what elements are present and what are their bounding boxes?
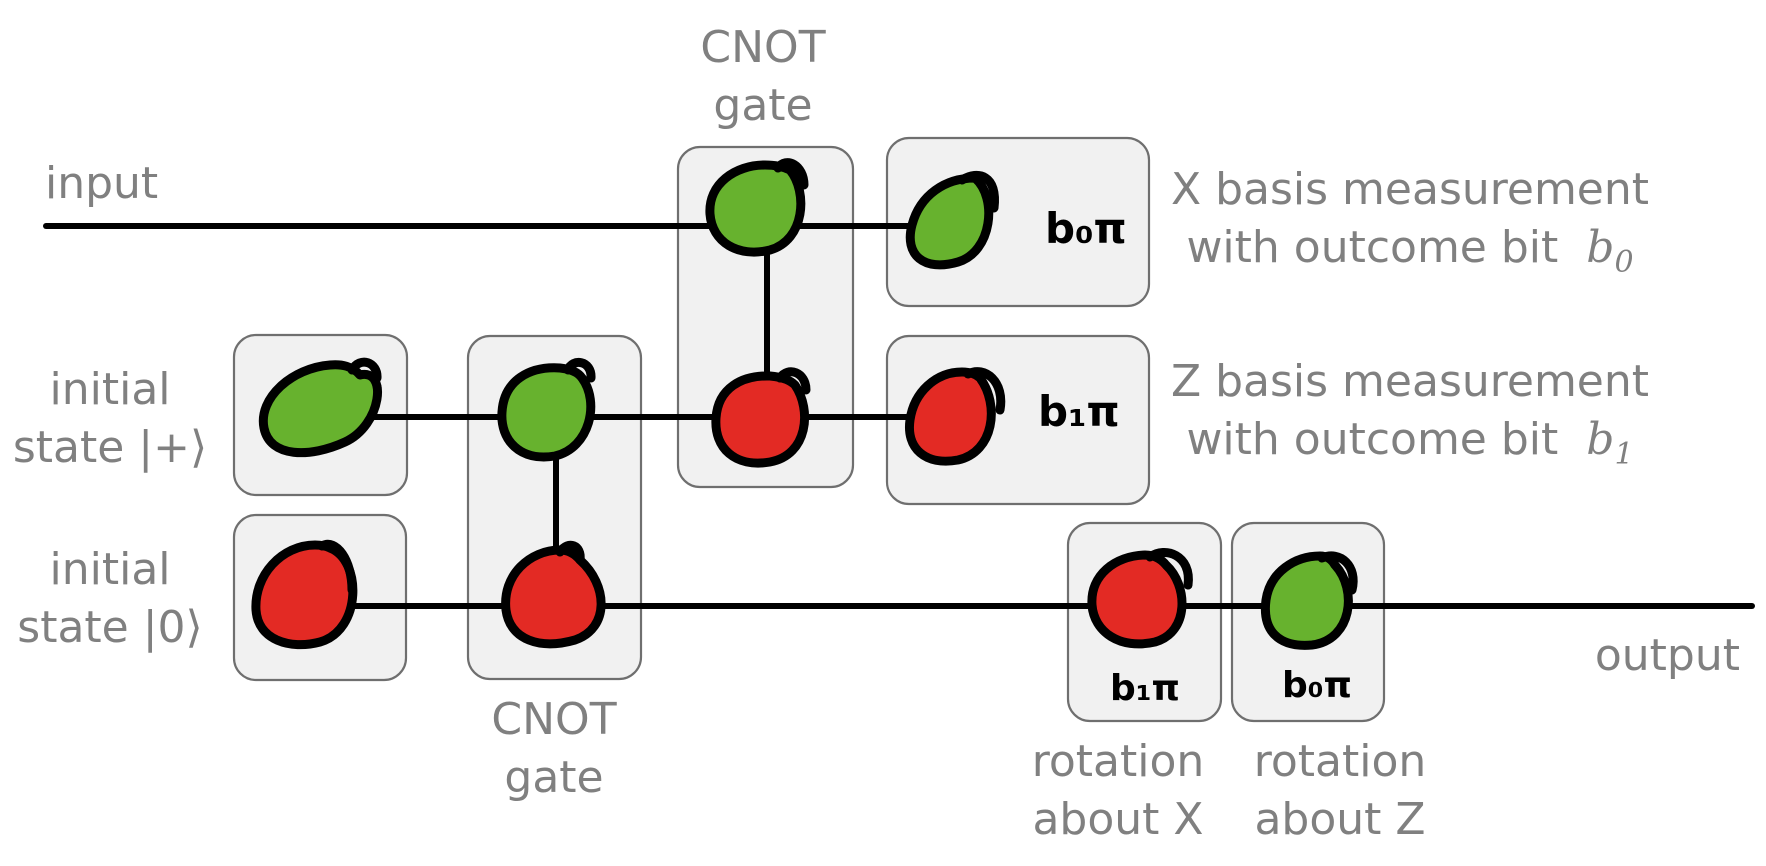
rot-x-phase: b₁π — [1110, 668, 1180, 709]
initial-zero-label-line1: initial — [50, 544, 171, 595]
x-measure-phase: b₀π — [1045, 204, 1127, 253]
x-measure-sub: 0 — [1614, 245, 1633, 280]
cnot-top-label-line1: CNOT — [700, 22, 825, 73]
initial-plus-green-spider — [258, 357, 382, 458]
rot-z-green-spider — [1260, 551, 1358, 650]
rot-z-label-line1: rotation — [1254, 736, 1427, 787]
x-measure-var: b — [1586, 222, 1614, 273]
z-measure-var: b — [1586, 414, 1614, 465]
rot-x-red-spider — [1087, 548, 1193, 649]
cnot-bottom-green-spider — [497, 358, 596, 462]
z-measure-red-spider — [904, 367, 1006, 466]
cnot-top-green-spider — [705, 158, 809, 257]
spiders — [251, 158, 1358, 650]
rot-x-label-line2: about X — [1032, 794, 1203, 845]
z-measure-label-line1: Z basis measurement — [1171, 356, 1649, 407]
initial-zero-label-line2: state |0⟩ — [17, 602, 202, 653]
cnot-top-red-spider — [711, 367, 811, 468]
x-measure-label-line1: X basis measurement — [1171, 164, 1649, 215]
initial-zero-red-spider — [251, 539, 358, 650]
x-measure-green-spider — [905, 170, 999, 270]
z-measure-label-text: with outcome bit — [1186, 414, 1558, 465]
output-label: output — [1595, 630, 1740, 681]
rot-z-label-line2: about Z — [1254, 794, 1425, 845]
cnot-top-label-line2: gate — [713, 80, 812, 131]
text-labels: input output initial state |+⟩ initial s… — [13, 22, 1740, 845]
z-measure-label-line2: with outcome bit b1 — [1186, 414, 1633, 472]
z-measure-phase: b₁π — [1038, 387, 1120, 436]
z-measure-sub: 1 — [1614, 437, 1633, 472]
rot-z-phase: b₀π — [1282, 665, 1352, 706]
x-measure-label-line2: with outcome bit b0 — [1186, 222, 1633, 280]
rot-x-label-line1: rotation — [1032, 736, 1205, 787]
cnot-bottom-label-line2: gate — [504, 752, 603, 803]
initial-plus-label-line1: initial — [50, 364, 171, 415]
cnot-bottom-red-spider — [501, 540, 606, 649]
phase-labels: b₀π b₁π b₁π b₀π — [1038, 204, 1352, 709]
input-label: input — [45, 158, 158, 209]
x-measure-label-text: with outcome bit — [1186, 222, 1558, 273]
cnot-bottom-label-line1: CNOT — [491, 694, 616, 745]
initial-plus-label-line2: state |+⟩ — [13, 422, 207, 473]
